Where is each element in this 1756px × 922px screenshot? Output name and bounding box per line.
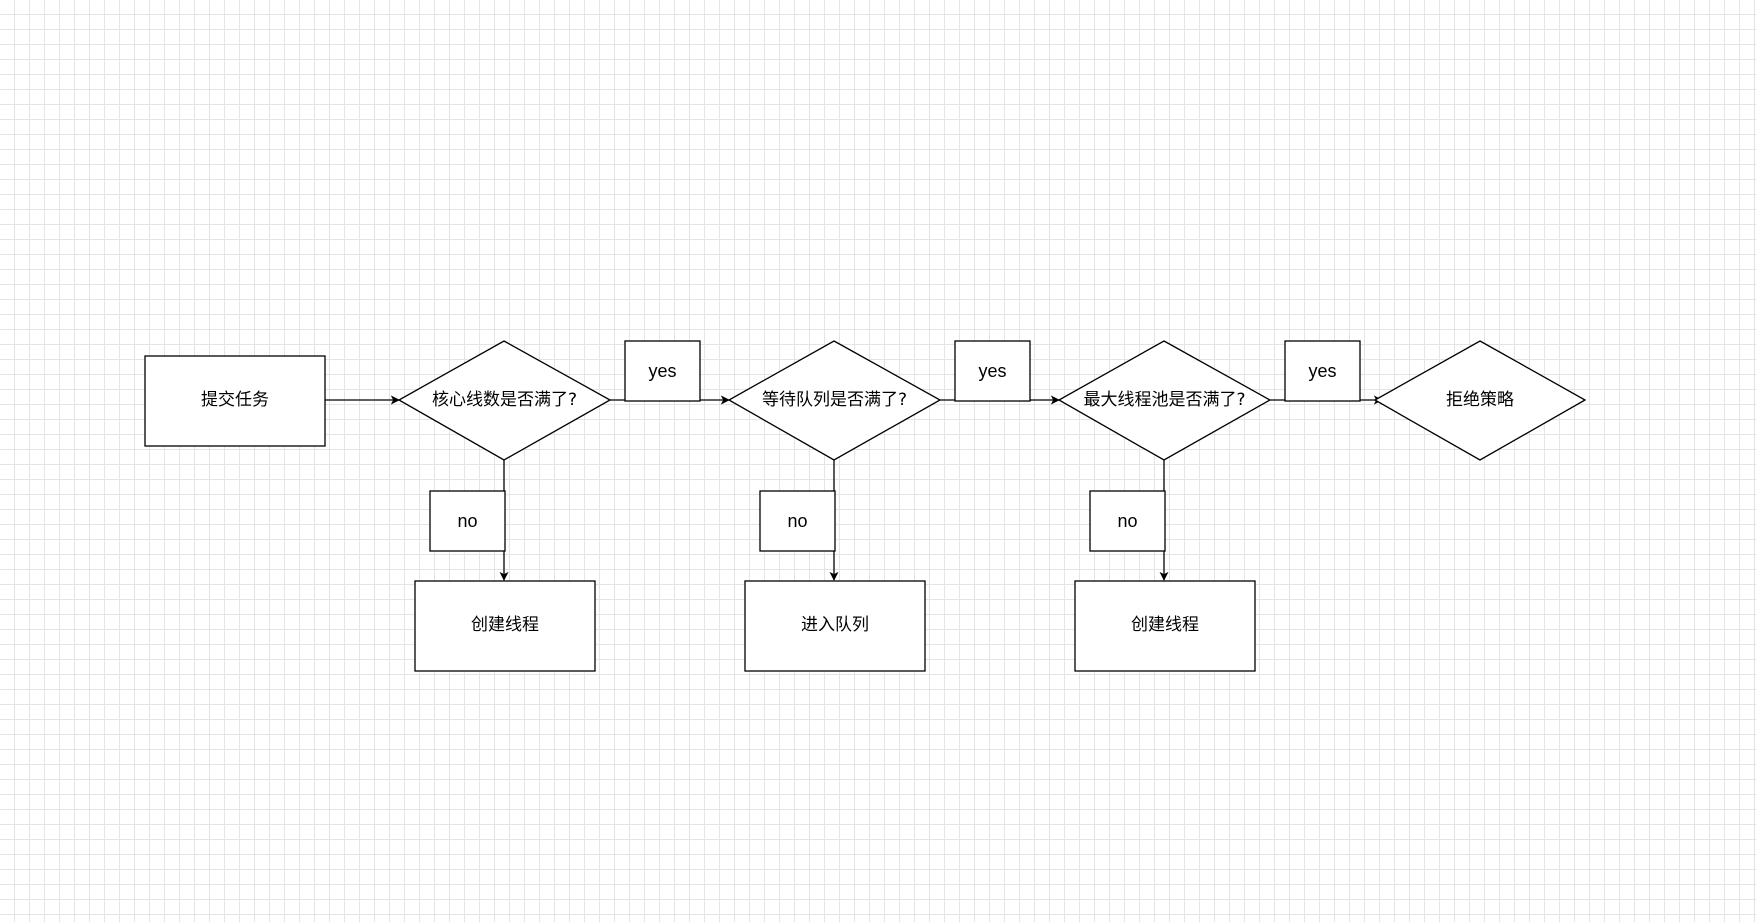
node-enter-queue[interactable]: 进入队列 <box>744 580 926 672</box>
edge-label-yes-3-text: yes <box>1308 361 1336 381</box>
node-decision-max-pool-full[interactable]: 最大线程池是否满了? <box>1057 340 1272 461</box>
node-enter-queue-label: 进入队列 <box>801 615 869 635</box>
edge-label-yes-3[interactable]: yes <box>1284 340 1361 402</box>
node-decision-max-pool-full-label: 最大线程池是否满了? <box>1083 390 1245 410</box>
node-reject-policy[interactable]: 拒绝策略 <box>1373 340 1587 461</box>
node-submit-task-label: 提交任务 <box>201 390 269 410</box>
edge-label-no-1-text: no <box>457 511 477 531</box>
node-submit-task[interactable]: 提交任务 <box>144 355 326 447</box>
edge-label-yes-2-text: yes <box>978 361 1006 381</box>
node-decision-queue-full-label: 等待队列是否满了? <box>762 390 907 410</box>
edge-label-no-1[interactable]: no <box>429 490 506 552</box>
node-create-thread-2[interactable]: 创建线程 <box>1074 580 1256 672</box>
node-decision-core-full[interactable]: 核心线数是否满了? <box>397 340 612 461</box>
node-create-thread-2-label: 创建线程 <box>1131 615 1199 635</box>
node-create-thread-1-label: 创建线程 <box>471 615 539 635</box>
edge-label-yes-1-text: yes <box>648 361 676 381</box>
edge-label-no-3[interactable]: no <box>1089 490 1166 552</box>
node-decision-queue-full[interactable]: 等待队列是否满了? <box>727 340 942 461</box>
node-create-thread-1[interactable]: 创建线程 <box>414 580 596 672</box>
node-reject-policy-label: 拒绝策略 <box>1446 390 1514 410</box>
edge-label-yes-1[interactable]: yes <box>624 340 701 402</box>
edge-label-no-2[interactable]: no <box>759 490 836 552</box>
node-decision-core-full-label: 核心线数是否满了? <box>432 390 577 410</box>
edge-label-no-2-text: no <box>787 511 807 531</box>
edge-label-yes-2[interactable]: yes <box>954 340 1031 402</box>
edge-label-no-3-text: no <box>1117 511 1137 531</box>
